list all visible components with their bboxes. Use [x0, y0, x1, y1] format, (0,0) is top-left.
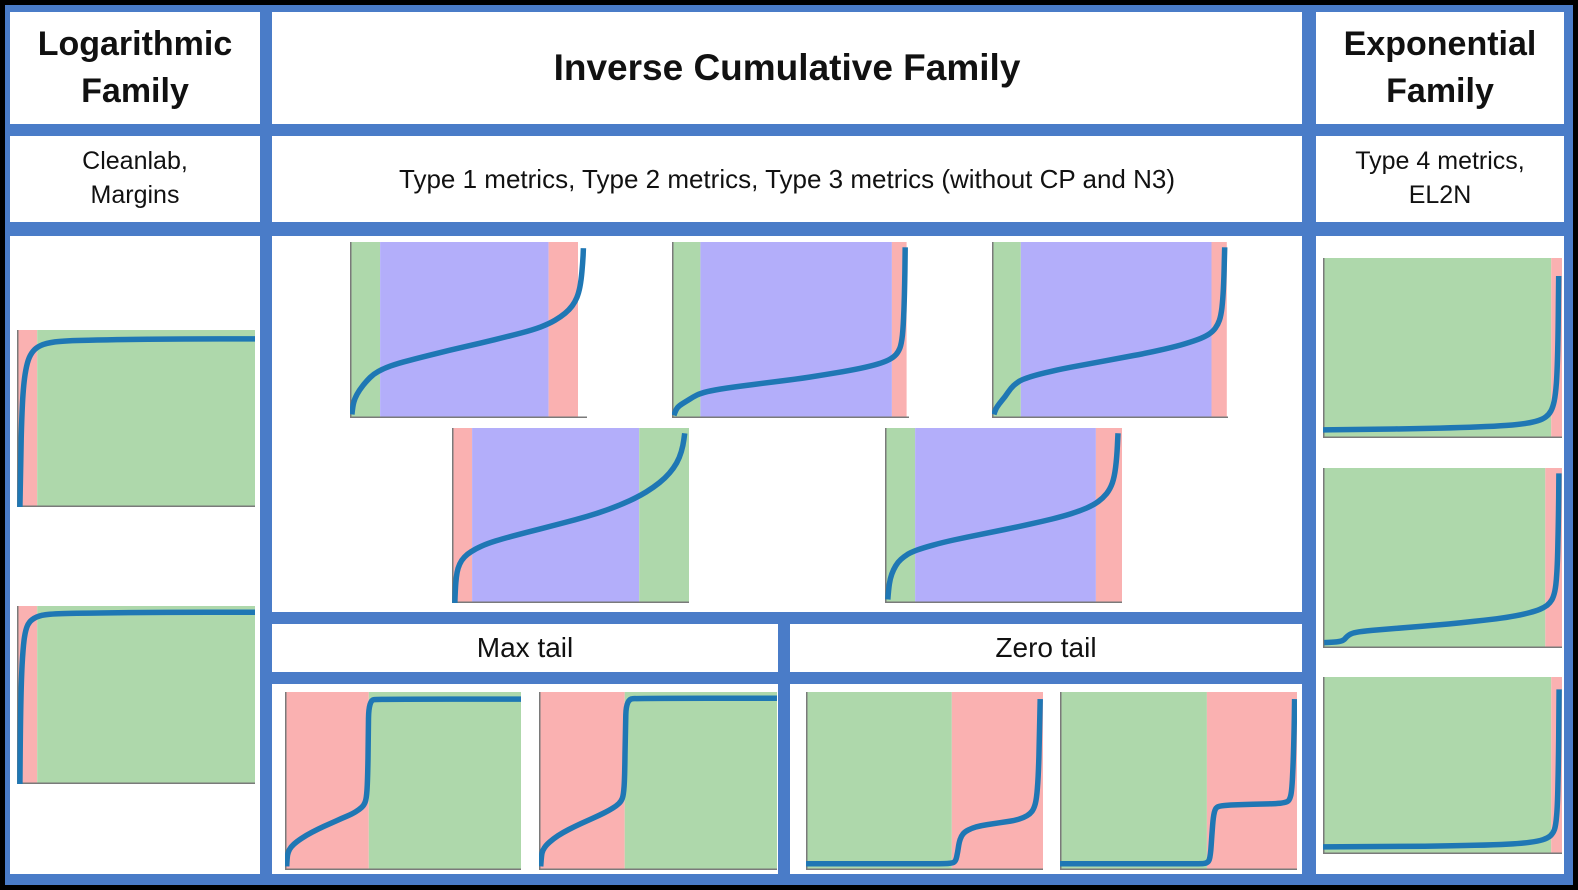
- exponential-title-line2: Family: [1386, 72, 1494, 110]
- logarithmic-plot-1: [17, 330, 256, 508]
- logarithmic-subtitle-line1: Cleanlab,: [82, 147, 188, 176]
- exponential-title-line1: Exponential: [1343, 25, 1537, 64]
- inverse-cumulative-plot-2: [671, 242, 909, 418]
- exponential-subtitle-cell: Type 4 metrics, EL2N: [1316, 136, 1564, 222]
- logarithmic-header-cell: Logarithmic Family: [10, 12, 260, 124]
- inverse-cumulative-subtitle: Type 1 metrics, Type 2 metrics, Type 3 m…: [399, 163, 1175, 194]
- logarithmic-title-line2: Family: [81, 72, 189, 110]
- logarithmic-title-line1: Logarithmic: [37, 25, 233, 64]
- zero-tail-header-cell: Zero tail: [790, 624, 1302, 672]
- inverse-cumulative-plot-5: [885, 428, 1122, 603]
- zero-tail-plot-1: [805, 692, 1043, 870]
- zero-tail-label: Zero tail: [995, 632, 1097, 663]
- max-tail-plot-2: [537, 692, 777, 870]
- logarithmic-subtitle-cell: Cleanlab, Margins: [10, 136, 260, 222]
- max-tail-header-cell: Max tail: [272, 624, 778, 672]
- inverse-cumulative-header-cell: Inverse Cumulative Family: [272, 12, 1302, 124]
- exponential-subtitle-line1: Type 4 metrics,: [1355, 147, 1525, 176]
- max-tail-plot-1: [283, 692, 521, 870]
- inverse-cumulative-plot-3: [991, 242, 1228, 418]
- inverse-cumulative-subtitle-cell: Type 1 metrics, Type 2 metrics, Type 3 m…: [272, 136, 1302, 222]
- inverse-cumulative-plot-4: [452, 428, 689, 604]
- exponential-plot-2: [1323, 468, 1562, 648]
- logarithmic-subtitle-line2: Margins: [90, 181, 180, 209]
- zero-tail-plot-2: [1059, 692, 1298, 870]
- exponential-subtitle-line2: EL2N: [1408, 181, 1472, 209]
- exponential-plot-3: [1322, 677, 1562, 854]
- inverse-cumulative-title: Inverse Cumulative Family: [553, 46, 1021, 88]
- exponential-header-cell: Exponential Family: [1316, 12, 1564, 124]
- max-tail-label: Max tail: [476, 632, 574, 663]
- exponential-plot-1: [1322, 258, 1562, 438]
- inverse-cumulative-plot-1: [349, 242, 587, 418]
- logarithmic-plot-2: [17, 606, 256, 785]
